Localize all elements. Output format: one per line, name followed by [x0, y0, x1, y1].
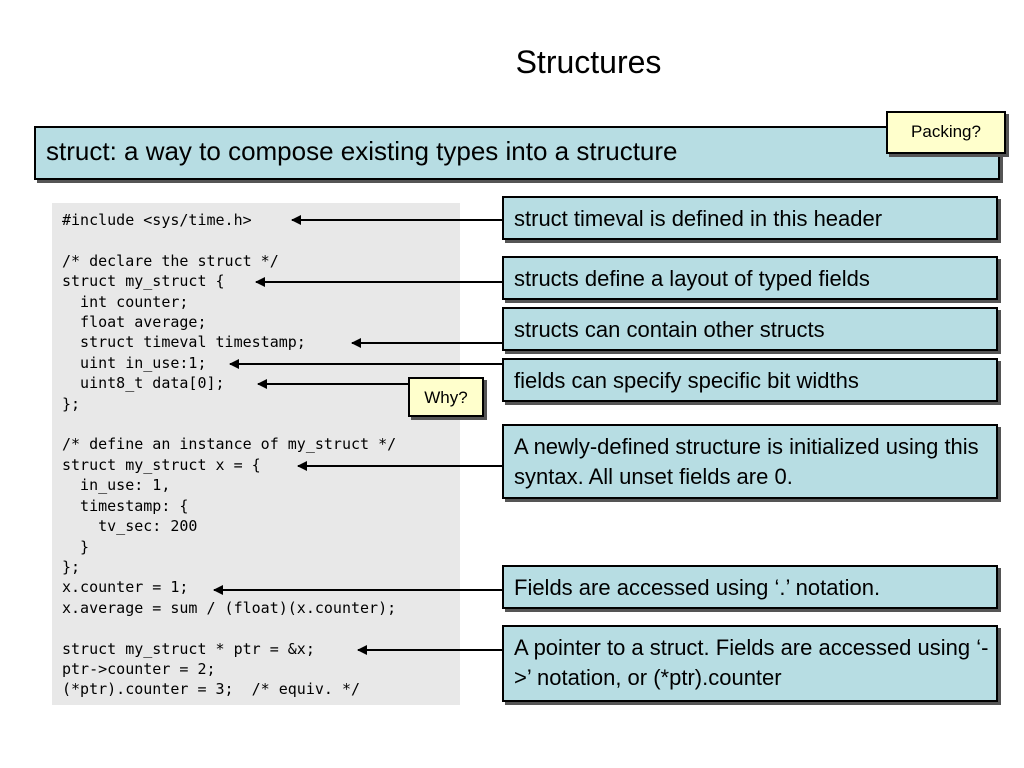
code-line: x.counter = 1;: [62, 578, 189, 597]
code-line: #include <sys/time.h>: [62, 211, 252, 229]
code-line: struct my_struct * ptr = &x;: [62, 639, 315, 658]
why-note: Why?: [408, 377, 484, 417]
callout-initialization: A newly-defined structure is initialized…: [502, 424, 998, 499]
callout-nested-structs: structs can contain other structs: [502, 307, 998, 351]
code-line: int counter;: [62, 292, 189, 311]
slide-title: Structures: [515, 44, 662, 80]
code-line: /* define an instance of my_struct */: [62, 435, 397, 454]
callout-header: struct timeval is defined in this header: [502, 196, 998, 240]
callout-bit-widths: fields can specify specific bit widths: [502, 358, 998, 402]
code-line: /* declare the struct */: [62, 251, 279, 270]
definition-banner: struct: a way to compose existing types …: [34, 126, 1000, 180]
code-line: in_use: 1,: [62, 476, 171, 495]
code-listing: #include <sys/time.h> /* declare the str…: [62, 210, 396, 700]
code-line: };: [62, 394, 81, 413]
callout-dot-access: Fields are accessed using ‘.’ notation.: [502, 565, 998, 609]
code-line: struct timeval timestamp;: [62, 333, 306, 352]
callout-pointer-access: A pointer to a struct. Fields are access…: [502, 625, 998, 702]
code-line: uint in_use:1;: [62, 353, 207, 372]
code-line: struct my_struct x = {: [62, 455, 261, 474]
code-line: struct my_struct {: [62, 272, 225, 291]
code-line: };: [62, 557, 81, 576]
code-line: x.average = sum / (float)(x.counter);: [62, 598, 397, 617]
code-line: uint8_t data[0];: [62, 374, 225, 393]
callout-layout: structs define a layout of typed fields: [502, 256, 998, 300]
code-line: float average;: [62, 313, 207, 332]
code-line: timestamp: {: [62, 496, 189, 515]
code-line: tv_sec: 200: [62, 517, 198, 536]
packing-note: Packing?: [886, 111, 1006, 154]
code-line: ptr->counter = 2;: [62, 659, 216, 678]
code-line: }: [62, 537, 90, 556]
code-line: (*ptr).counter = 3; /* equiv. */: [62, 680, 361, 699]
